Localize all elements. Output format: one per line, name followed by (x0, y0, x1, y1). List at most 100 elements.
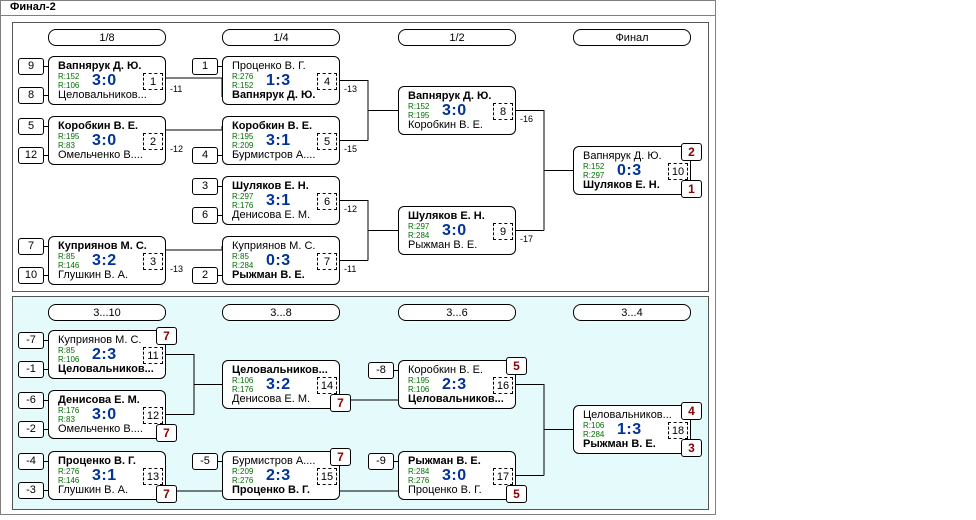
rating-top: R:276 (232, 72, 254, 81)
place-badge-bottom: 7 (156, 485, 177, 503)
connector-m2-m5 (166, 126, 223, 131)
round-label-panel1-1: 1/4 (222, 29, 340, 46)
match-number: 10 (668, 163, 688, 180)
player-top: Целовальников... (583, 409, 672, 421)
seed-top: -7 (18, 332, 44, 349)
match-number: 15 (317, 468, 337, 485)
place-badge-bottom: 5 (506, 485, 527, 503)
player-top: Вапнярук Д. Ю. (408, 90, 492, 102)
loser-destination: -15 (344, 144, 358, 154)
player-bottom: Денисова Е. М. (232, 209, 311, 221)
player-bottom: Вапнярук Д. Ю. (232, 89, 316, 101)
match-number: 1 (143, 73, 163, 90)
place-badge-top: 5 (506, 357, 527, 375)
player-bottom: Бурмистров А.... (232, 149, 316, 161)
seed-top: -6 (18, 392, 44, 409)
match-number: 9 (493, 223, 513, 240)
seed-bottom: -3 (18, 482, 44, 499)
rating-bottom: R:284 (408, 231, 430, 240)
rating-bottom: R:106 (58, 81, 80, 90)
place-badge-top: 4 (681, 402, 702, 420)
seed-bottom: 6 (192, 207, 218, 224)
player-top: Денисова Е. М. (58, 394, 140, 406)
rating-bottom: R:276 (232, 476, 254, 485)
rating-bottom: R:284 (232, 261, 254, 270)
player-bottom: Омельченко В.... (58, 149, 143, 161)
match-score: 1:3 (266, 72, 291, 89)
player-top: Шуляков Е. Н. (232, 180, 309, 192)
player-bottom: Глушкин В. А. (58, 484, 129, 496)
match-number: 4 (317, 73, 337, 90)
seed-bottom: -1 (18, 361, 44, 378)
rating-bottom: R:106 (408, 385, 430, 394)
rating-top: R:152 (408, 102, 430, 111)
title-divider (1, 15, 715, 16)
player-bottom: Целовальников... (408, 393, 504, 405)
round-label-panel2-2: 3...6 (398, 304, 516, 321)
round-label-panel2-0: 3...10 (48, 304, 166, 321)
match-score: 2:3 (266, 467, 291, 484)
match-score: 3:0 (92, 132, 117, 149)
match-score: 2:3 (92, 346, 117, 363)
player-top: Проценко В. Г. (232, 60, 306, 72)
rating-top: R:297 (408, 222, 430, 231)
match-score: 3:1 (92, 467, 117, 484)
rating-bottom: R:276 (408, 476, 430, 485)
match-score: 3:1 (266, 192, 291, 209)
match-number: 2 (143, 133, 163, 150)
connector-m8 (340, 80, 398, 141)
player-bottom: Целовальников... (58, 363, 154, 375)
round-label-panel2-1: 3...8 (222, 304, 340, 321)
seed-bottom: 2 (192, 267, 218, 284)
player-bottom: Рыжман В. Е. (232, 269, 305, 281)
seed-bottom: 4 (192, 147, 218, 164)
match-score: 3:2 (266, 376, 291, 393)
round-label-panel1-2: 1/2 (398, 29, 516, 46)
rating-top: R:106 (583, 421, 605, 430)
match-score: 3:0 (442, 102, 467, 119)
rating-top: R:106 (232, 376, 254, 385)
loser-destination: -16 (520, 114, 534, 124)
rating-top: R:152 (58, 72, 80, 81)
rating-top: R:195 (232, 132, 254, 141)
place-badge-top: 7 (330, 448, 351, 466)
match-score: 3:0 (92, 72, 117, 89)
player-bottom: Шуляков Е. Н. (583, 179, 660, 191)
seed-top: 3 (192, 178, 218, 195)
seed-bottom: 8 (18, 87, 44, 104)
player-top: Вапнярук Д. Ю. (58, 60, 142, 72)
rating-bottom: R:297 (583, 171, 605, 180)
player-bottom: Омельченко В.... (58, 423, 143, 435)
match-score: 0:3 (617, 162, 642, 179)
match-score: 0:3 (266, 252, 291, 269)
seed-bottom: -2 (18, 421, 44, 438)
page-title: Финал-2 (10, 1, 56, 13)
player-bottom: Проценко В. Г. (232, 484, 310, 496)
player-top: Куприянов М. С. (58, 334, 142, 346)
rating-bottom: R:106 (58, 355, 80, 364)
seed-bottom: 12 (18, 147, 44, 164)
match-number: 5 (317, 133, 337, 150)
match-number: 14 (317, 377, 337, 394)
seed-top: -5 (192, 453, 218, 470)
seed-top: 1 (192, 58, 218, 75)
match-number: 18 (668, 422, 688, 439)
